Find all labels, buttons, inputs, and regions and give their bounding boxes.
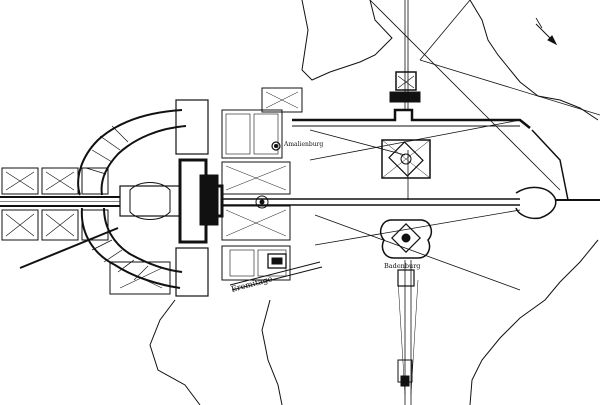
west-parterres [1, 167, 109, 241]
park-boundary [149, 0, 599, 405]
badenburg-garden [379, 219, 433, 387]
amalienburg-site [271, 141, 281, 151]
west-canal [0, 196, 120, 269]
rondell-crescent [77, 109, 187, 295]
label-pagodenburg: Pagodenb. [394, 94, 421, 100]
label-amalienburg: Amalienburg [283, 141, 323, 148]
pagodenburg-pavilion [389, 71, 421, 103]
eremitage-site [229, 253, 323, 291]
north-arrow-icon [535, 17, 558, 46]
north-star-garden [381, 139, 431, 179]
label-badenburg: Badenburg [384, 262, 420, 270]
park-avenues [309, 0, 600, 405]
palace-complex [119, 99, 224, 297]
main-canal [222, 186, 600, 220]
formal-garden [221, 87, 303, 281]
